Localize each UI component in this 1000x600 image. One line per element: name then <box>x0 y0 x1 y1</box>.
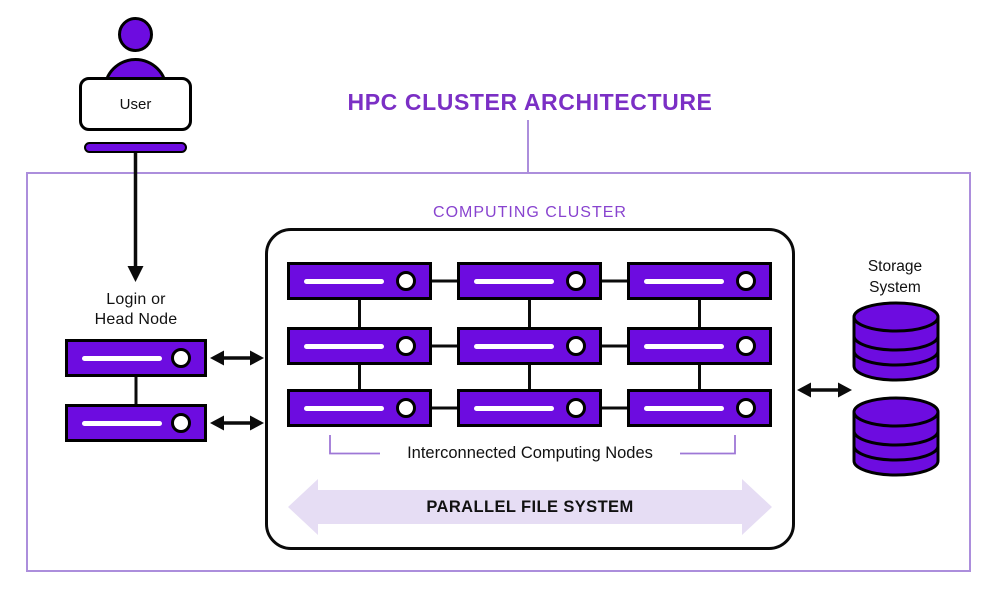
server-slot-bar <box>304 405 384 411</box>
server-slot-bar <box>644 343 724 349</box>
node-interconnect-lines <box>358 279 701 410</box>
compute-node <box>457 327 602 365</box>
compute-node <box>287 389 432 427</box>
login-server-node <box>65 339 207 377</box>
server-slot-bar <box>304 278 384 284</box>
server-indicator-light <box>396 271 416 291</box>
compute-node <box>457 389 602 427</box>
compute-node <box>627 389 772 427</box>
server-slot-bar <box>474 343 554 349</box>
storage-cylinder-icon <box>852 396 940 477</box>
server-indicator-light <box>171 413 191 433</box>
server-slot-bar <box>82 355 162 361</box>
compute-node <box>457 262 602 300</box>
server-indicator-light <box>566 336 586 356</box>
user-to-login-arrow <box>127 153 144 282</box>
interconnect-bracket <box>329 435 736 455</box>
server-indicator-light <box>736 398 756 418</box>
parallel-file-system-label: PARALLEL FILE SYSTEM <box>426 498 634 516</box>
server-indicator-light <box>396 398 416 418</box>
compute-node <box>627 262 772 300</box>
parallel-file-system-arrow <box>288 479 772 535</box>
login-cluster-arrow-1 <box>210 350 264 366</box>
login-server-node <box>65 404 207 442</box>
compute-node <box>287 327 432 365</box>
computing-cluster-label: COMPUTING CLUSTER <box>433 204 627 221</box>
diagram-title: HPC CLUSTER ARCHITECTURE <box>347 89 713 115</box>
login-node-label: Login or Head Node <box>94 291 178 328</box>
laptop-icon: User <box>79 77 192 131</box>
server-indicator-light <box>171 348 191 368</box>
user-label: User <box>119 95 152 113</box>
server-slot-bar <box>644 405 724 411</box>
storage-cylinder-icon <box>852 301 940 382</box>
server-indicator-light <box>566 398 586 418</box>
login-cluster-arrow-2 <box>210 415 264 431</box>
server-slot-bar <box>474 405 554 411</box>
user-head-icon <box>118 17 153 52</box>
compute-node <box>287 262 432 300</box>
server-indicator-light <box>736 336 756 356</box>
interconnect-caption: Interconnected Computing Nodes <box>380 445 680 462</box>
laptop-base-icon <box>84 142 187 153</box>
server-indicator-light <box>736 271 756 291</box>
cluster-storage-arrow <box>797 382 852 398</box>
server-slot-bar <box>82 420 162 426</box>
server-indicator-light <box>566 271 586 291</box>
server-slot-bar <box>304 343 384 349</box>
server-indicator-light <box>396 336 416 356</box>
server-slot-bar <box>474 278 554 284</box>
storage-system-label: Storage System <box>867 258 923 296</box>
server-slot-bar <box>644 278 724 284</box>
compute-node <box>627 327 772 365</box>
